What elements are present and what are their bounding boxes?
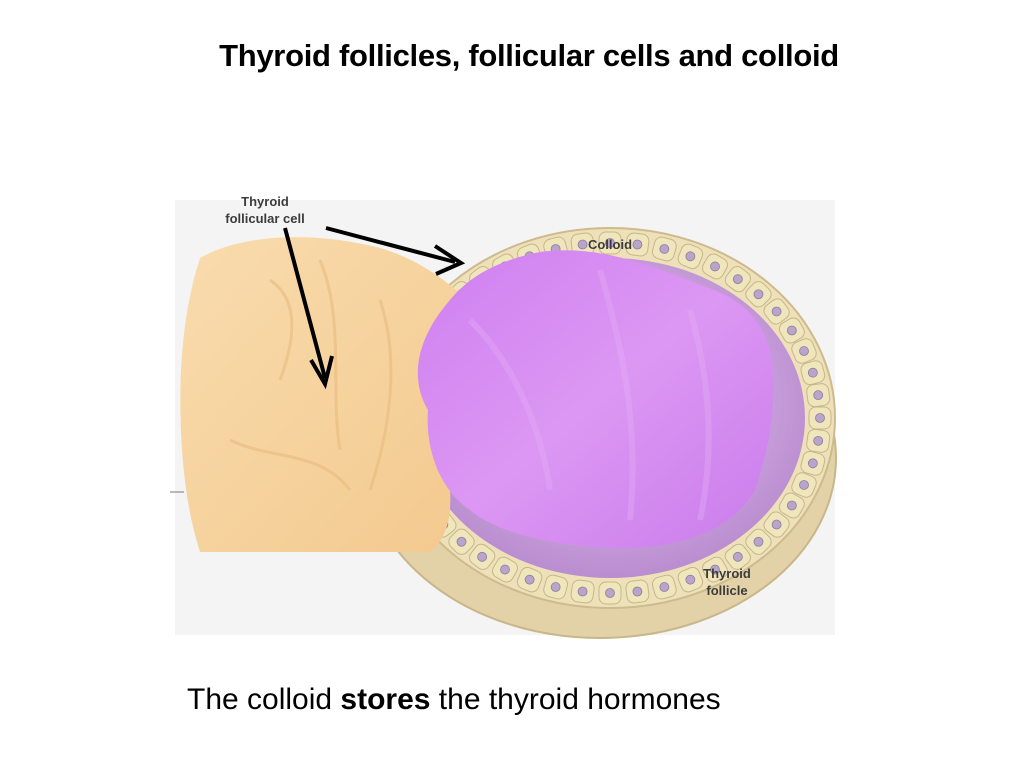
follicular-cell <box>702 556 728 583</box>
follicular-cell <box>800 450 826 476</box>
follicular-cell <box>651 574 677 600</box>
follicular-cell-label-line1: Thyroid <box>241 194 289 209</box>
follicular-cell <box>598 231 622 255</box>
colloid-label: Colloid <box>588 237 632 252</box>
follicle-label-line2: follicle <box>706 583 747 598</box>
follicular-cell <box>677 566 704 593</box>
follicular-cell <box>800 360 826 386</box>
colloid-texture <box>467 269 712 521</box>
follicular-cell <box>702 253 728 280</box>
follicular-cell <box>724 543 751 570</box>
pointer-arrow-to-cell <box>325 226 466 276</box>
follicular-cell <box>570 232 595 257</box>
follicular-cell <box>625 232 650 257</box>
tissue-texture <box>229 259 393 491</box>
follicle-diagram-svg: Thyroid follicular cell Colloid Thyroid … <box>170 194 837 639</box>
follicular-cell <box>806 428 831 453</box>
follicular-cell <box>570 579 595 604</box>
follicle-label-line1: Thyroid <box>703 566 751 581</box>
colloid-highlight <box>417 250 774 549</box>
follicular-cell <box>448 528 475 555</box>
follicular-cell <box>677 243 704 270</box>
follicular-cell <box>745 281 772 308</box>
follicular-cell <box>791 338 817 364</box>
follicular-cell <box>651 236 677 262</box>
caption-emphasis: stores <box>340 683 431 716</box>
follicular-cell <box>778 492 805 519</box>
follicular-cell <box>492 556 518 583</box>
follicle-diagram: Thyroid follicular cell Colloid Thyroid … <box>170 190 840 645</box>
follicular-cell <box>598 581 622 605</box>
caption-text-after: the thyroid hormones <box>430 683 721 716</box>
slide-title: Thyroid follicles, follicular cells and … <box>219 38 839 73</box>
follicular-cell <box>543 574 569 600</box>
follicular-cell <box>778 317 805 344</box>
follicular-cell <box>791 472 817 498</box>
follicular-tissue-overlay <box>180 237 471 552</box>
follicular-cell <box>724 266 751 293</box>
follicular-cell <box>516 566 543 593</box>
caption-text-before: The colloid <box>187 683 341 716</box>
follicular-cell <box>745 528 772 555</box>
follicular-cell <box>763 298 790 325</box>
follicular-cell <box>763 511 790 538</box>
follicular-cell <box>469 543 496 570</box>
pointer-arrow-to-tissue <box>283 227 334 390</box>
follicular-cell <box>806 383 831 408</box>
follicular-cell <box>625 579 650 604</box>
caption: The colloid stores the thyroid hormones <box>187 683 721 717</box>
follicular-cell-label-line2: follicular cell <box>225 211 304 226</box>
follicular-cell <box>808 406 832 430</box>
